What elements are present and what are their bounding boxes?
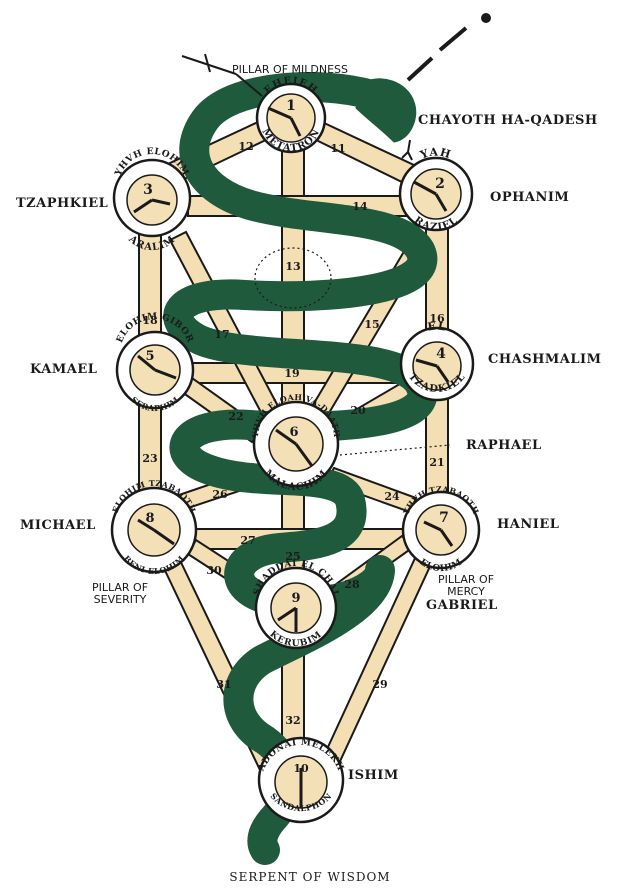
sphere-number-chesed: 4 bbox=[436, 346, 446, 362]
label-ishim: ISHIM bbox=[348, 768, 399, 783]
path-number-27: 27 bbox=[240, 534, 255, 547]
label-chayoth-ha-qadesh: CHAYOTH HA-QADESH bbox=[418, 113, 598, 128]
path-number-18: 18 bbox=[142, 314, 158, 327]
sphere-number-malkuth: 10 bbox=[293, 762, 309, 775]
sphere-number-geburah: 5 bbox=[145, 349, 154, 364]
path-number-32: 32 bbox=[285, 714, 300, 727]
path-number-20: 20 bbox=[350, 404, 366, 417]
diagram-caption: SERPENT OF WISDOM bbox=[0, 870, 620, 884]
path-number-23: 23 bbox=[142, 452, 157, 465]
path-number-30: 30 bbox=[206, 564, 222, 577]
serpent-tongue bbox=[402, 140, 412, 160]
path-number-24: 24 bbox=[384, 490, 400, 503]
path-number-12: 12 bbox=[238, 140, 253, 153]
label-tzaphkiel: TZAPHKIEL bbox=[16, 196, 108, 211]
pillar-of-mildness-label: PILLAR OF MILDNESS bbox=[232, 64, 348, 76]
path-number-14: 14 bbox=[352, 200, 368, 213]
pillar-of-mercy-label: PILLAR OF MERCY bbox=[438, 574, 494, 598]
sphere-malkuth: 10 ADONAI MELEKH SANDALPHON bbox=[256, 738, 345, 822]
path-number-19: 19 bbox=[284, 367, 299, 380]
path-number-31: 31 bbox=[216, 678, 231, 691]
label-haniel: HANIEL bbox=[497, 517, 559, 532]
serpent-head bbox=[356, 79, 416, 142]
label-michael: MICHAEL bbox=[20, 518, 96, 533]
sphere-number-hod: 8 bbox=[145, 511, 154, 526]
path-number-11: 11 bbox=[330, 142, 345, 155]
sphere-number-kether: 1 bbox=[286, 98, 296, 114]
sphere-number-chokmah: 2 bbox=[435, 176, 445, 192]
label-raphael: RAPHAEL bbox=[466, 438, 542, 453]
sphere-kether: 1 EHEIEH METATRON bbox=[257, 76, 325, 155]
path-number-26: 26 bbox=[212, 488, 228, 501]
path-number-28: 28 bbox=[344, 578, 360, 591]
path-number-21: 21 bbox=[429, 456, 444, 469]
path-number-29: 29 bbox=[372, 678, 387, 691]
path-number-25: 25 bbox=[285, 550, 300, 563]
sphere-netzach: 7 YHVH TZABAOTH ELOHIM bbox=[400, 484, 481, 574]
path-number-15: 15 bbox=[364, 318, 379, 331]
path-number-17: 17 bbox=[214, 328, 229, 341]
wand-icon bbox=[408, 15, 489, 80]
path-number-16: 16 bbox=[429, 312, 445, 325]
sphere-hod: 8 ELOHIM TZABAOTH BENI ELOHIM bbox=[110, 478, 198, 576]
label-kamael: KAMAEL bbox=[30, 362, 97, 377]
sphere-number-binah: 3 bbox=[143, 182, 153, 198]
label-chashmalim: CHASHMALIM bbox=[488, 352, 601, 367]
pillar-of-mercy-line2: MERCY bbox=[438, 586, 494, 598]
sphere-number-tiphareth: 6 bbox=[289, 425, 298, 440]
label-ophanim: OPHANIM bbox=[490, 190, 569, 205]
pillar-of-severity-label: PILLAR OF SEVERITY bbox=[92, 582, 148, 606]
path-number-13: 13 bbox=[285, 260, 300, 273]
sphere-chesed: 4 EL TZADKIEL bbox=[401, 319, 473, 400]
pillar-of-severity-line2: SEVERITY bbox=[92, 594, 148, 606]
label-gabriel: GABRIEL bbox=[426, 598, 498, 613]
path-number-22: 22 bbox=[228, 410, 243, 423]
sphere-number-yesod: 9 bbox=[291, 591, 300, 606]
sphere-number-netzach: 7 bbox=[439, 510, 449, 526]
